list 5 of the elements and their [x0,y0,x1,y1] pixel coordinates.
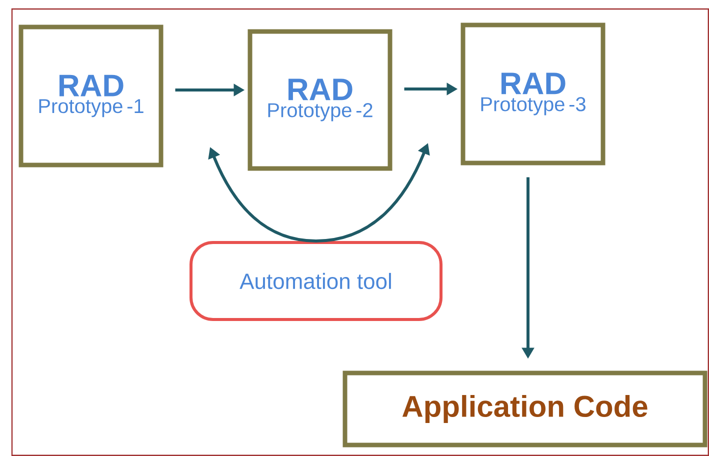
prototype-box: RAD Prototype -1 [18,24,164,168]
code-box: Application Code [342,370,708,448]
prototype-box: RAD Prototype -3 [460,22,606,166]
tool-box: Automation tool [190,241,442,321]
prototype-box: RAD Prototype -2 [248,29,392,171]
